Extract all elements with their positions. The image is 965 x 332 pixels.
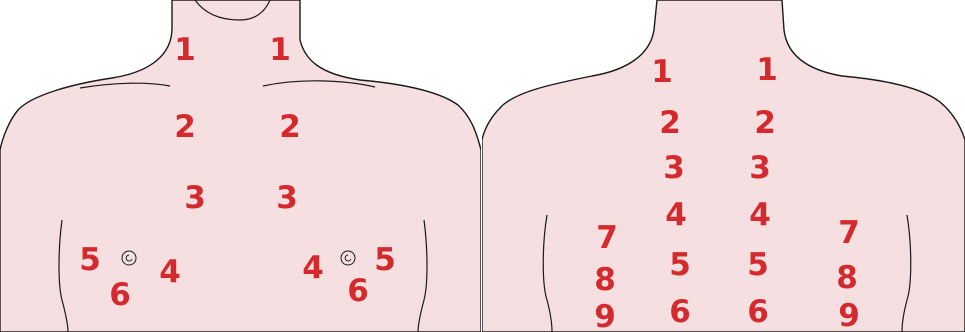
back-point-label-15: 9 <box>594 299 616 332</box>
front-point-label-7: 5 <box>79 242 101 278</box>
back-point-label-12: 6 <box>747 294 769 330</box>
back-point-label-18: 9 <box>838 298 860 332</box>
back-point-label-17: 8 <box>836 260 858 296</box>
front-point-label-11: 5 <box>374 242 396 278</box>
front-body-silhouette <box>0 0 481 332</box>
front-point-label-6: 3 <box>276 180 298 216</box>
front-point-label-12: 6 <box>347 273 369 309</box>
back-point-label-11: 6 <box>669 294 691 330</box>
back-point-label-3: 2 <box>659 105 681 141</box>
back-point-label-14: 8 <box>594 262 616 298</box>
front-point-label-3: 2 <box>174 109 196 145</box>
front-point-label-10: 4 <box>302 250 324 286</box>
back-point-label-1: 1 <box>651 54 673 90</box>
back-point-label-9: 5 <box>669 247 691 283</box>
back-body-silhouette <box>482 0 965 332</box>
back-point-label-10: 5 <box>747 247 769 283</box>
back-point-label-2: 1 <box>756 52 778 88</box>
back-point-label-16: 7 <box>838 215 860 251</box>
back-point-label-5: 3 <box>663 150 685 186</box>
front-point-label-1: 1 <box>174 32 196 68</box>
front-point-label-8: 4 <box>159 254 181 290</box>
back-point-label-4: 2 <box>754 105 776 141</box>
back-point-label-8: 4 <box>749 197 771 233</box>
front-point-label-2: 1 <box>269 32 291 68</box>
front-point-label-9: 6 <box>109 277 131 313</box>
front-point-label-4: 2 <box>279 109 301 145</box>
back-point-label-13: 7 <box>596 220 618 256</box>
back-point-label-7: 4 <box>665 197 687 233</box>
front-point-label-5: 3 <box>184 180 206 216</box>
back-point-label-6: 3 <box>749 150 771 186</box>
